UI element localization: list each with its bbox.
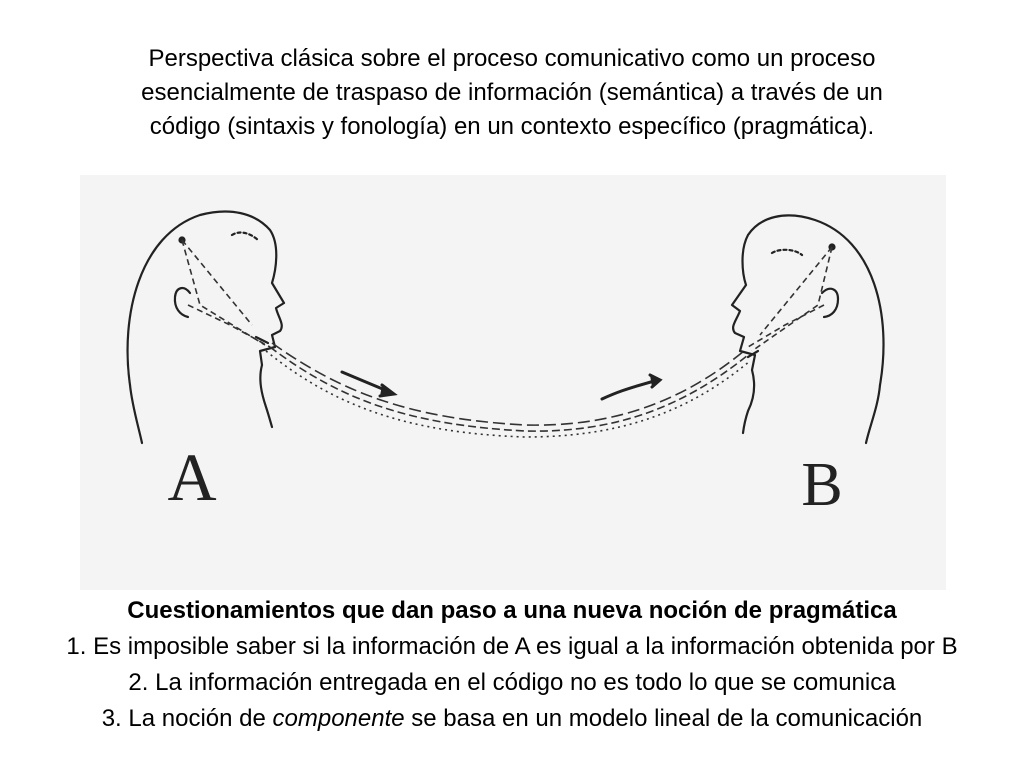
- question-item-3-emphasis: componente: [272, 705, 405, 732]
- title-line-1: Perspectiva clásica sobre el proceso com…: [148, 45, 876, 72]
- speech-path-b: [747, 246, 833, 352]
- title-line-3: código (sintaxis y fonología) en un cont…: [149, 113, 875, 140]
- label-a: A: [167, 439, 216, 515]
- label-b: B: [801, 451, 842, 519]
- speech-path-a: [181, 239, 271, 348]
- arrow-right-icon: [340, 370, 398, 398]
- question-item-3: 3. La noción de componente se basa en un…: [10, 701, 1014, 737]
- question-item-2: 2. La información entregada en el código…: [128, 669, 896, 696]
- question-item-1: 1. Es imposible saber si la información …: [66, 633, 958, 660]
- communication-diagram-svg: A B: [126, 210, 885, 519]
- slide-title: Perspectiva clásica sobre el proceso com…: [60, 42, 964, 144]
- communication-diagram: A B: [80, 175, 946, 590]
- head-b-icon: [730, 214, 885, 445]
- arrow-left-icon: [600, 373, 663, 401]
- communication-channel: [265, 342, 751, 438]
- head-a-icon: [126, 210, 286, 445]
- questions-heading: Cuestionamientos que dan paso a una nuev…: [127, 597, 897, 624]
- title-line-2: esencialmente de traspaso de información…: [141, 79, 883, 106]
- questions-block: Cuestionamientos que dan paso a una nuev…: [10, 593, 1014, 737]
- question-item-3-prefix: 3. La noción de: [101, 705, 273, 732]
- question-item-3-suffix: se basa en un modelo lineal de la comuni…: [404, 705, 923, 732]
